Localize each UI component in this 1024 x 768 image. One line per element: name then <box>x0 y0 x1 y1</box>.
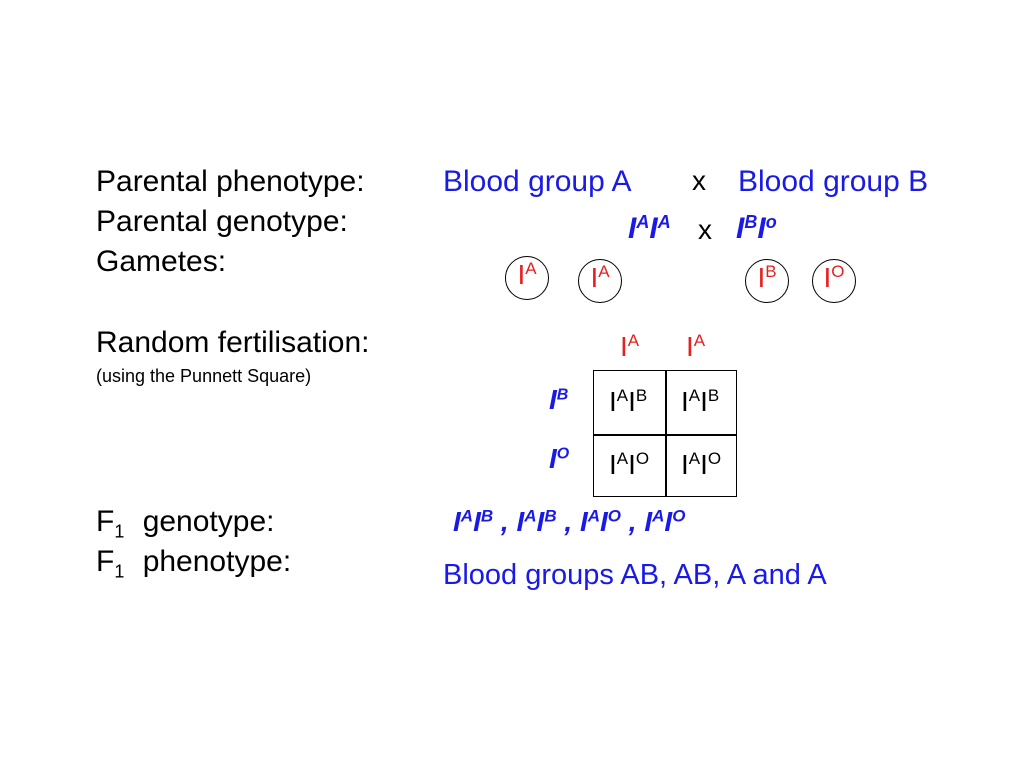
gamete-allele: IB <box>757 261 777 293</box>
f1-phenotype-suffix: phenotype: <box>142 545 292 578</box>
punnett-square: IAIB IAIB IAIO IAIO <box>593 370 737 497</box>
parent-1-phenotype: Blood group A <box>443 165 632 198</box>
f1-separator: , <box>621 506 645 537</box>
gamete-allele: IO <box>823 261 845 293</box>
punnett-note: (using the Punnett Square) <box>96 366 312 386</box>
punnett-cell: IAIO <box>609 448 650 480</box>
genotype-cross-symbol: x <box>698 214 712 245</box>
f1-subscript: 1 <box>114 561 125 582</box>
f1-genotype-list: IAIB , IAIB , IAIO , IAIO <box>453 508 685 536</box>
phenotype-cross-symbol: x <box>692 165 706 196</box>
gamete-circle: IB <box>745 259 789 303</box>
f1-separator: , <box>493 506 517 537</box>
f1-prefix: F <box>96 505 115 538</box>
f1-genotype-item: IAIB <box>453 506 494 537</box>
gamete-allele: IA <box>517 258 537 290</box>
f1-prefix: F <box>96 545 115 578</box>
gamete-circle: IA <box>578 259 622 303</box>
random-fertilisation-label: Random fertilisation: <box>96 326 370 359</box>
gametes-label: Gametes: <box>96 245 227 278</box>
punnett-row-header: IB <box>549 384 569 415</box>
parent-2-phenotype: Blood group B <box>738 165 929 198</box>
punnett-divider-vertical <box>665 371 667 496</box>
gamete-allele: IA <box>590 261 610 293</box>
parent-1-genotype: IAIA <box>628 212 671 245</box>
f1-genotype-item: IAIO <box>644 506 686 537</box>
punnett-column-header: IA <box>620 330 640 362</box>
parental-genotype-label: Parental genotype: <box>96 205 348 238</box>
f1-subscript: 1 <box>114 521 125 542</box>
punnett-cell: IAIB <box>609 385 648 417</box>
gamete-circle: IA <box>505 256 549 300</box>
f1-phenotype-label: F1 phenotype: <box>96 545 292 581</box>
f1-genotype-item: IAIO <box>579 506 622 537</box>
punnett-cell: IAIO <box>681 448 722 480</box>
punnett-row-header: IO <box>549 443 570 474</box>
f1-genotype-suffix: genotype: <box>142 505 275 538</box>
f1-genotype-label: F1 genotype: <box>96 505 275 541</box>
f1-phenotype-text: Blood groups AB, AB, A and A <box>443 559 827 591</box>
parent-2-genotype: IBIo <box>736 212 777 245</box>
f1-genotype-item: IAIB <box>516 506 557 537</box>
punnett-cell: IAIB <box>681 385 720 417</box>
parental-phenotype-label: Parental phenotype: <box>96 165 365 198</box>
gamete-circle: IO <box>812 259 856 303</box>
punnett-column-header: IA <box>686 330 706 362</box>
punnett-divider-horizontal <box>594 434 736 436</box>
f1-separator: , <box>556 506 580 537</box>
